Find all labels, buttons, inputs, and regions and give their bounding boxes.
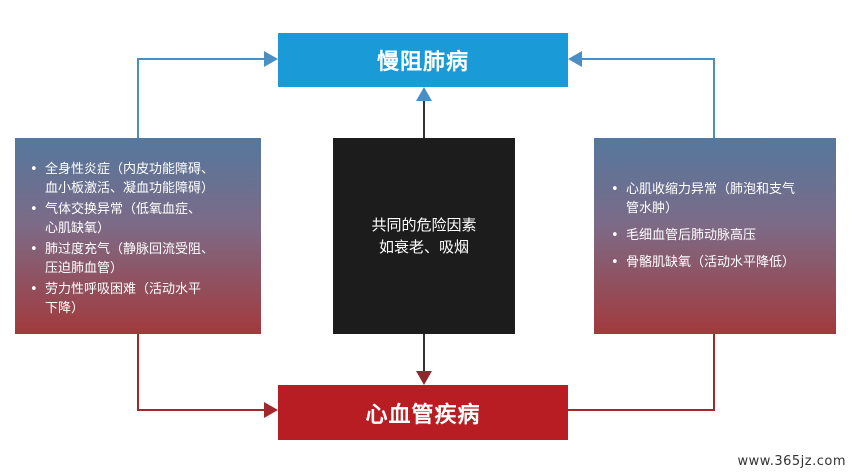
connector-left-to-bottom bbox=[137, 334, 266, 411]
arrowhead-center-to-bottom bbox=[416, 371, 432, 385]
left-mechanism-list: 全身性炎症（内皮功能障碍、血小板激活、凝血功能障碍） 气体交换异常（低氧血症、心… bbox=[27, 160, 251, 318]
node-copd-label: 慢阻肺病 bbox=[376, 50, 469, 75]
list-item: 骨骼肌缺氧（活动水平降低） bbox=[608, 253, 826, 272]
arrowhead-right-to-top bbox=[568, 51, 582, 67]
node-cvd-label: 心血管疾病 bbox=[365, 402, 481, 428]
node-cardiovascular-disease: 心血管疾病 bbox=[278, 385, 568, 440]
node-copd: 慢阻肺病 bbox=[278, 33, 568, 87]
left-mechanism-box: 全身性炎症（内皮功能障碍、血小板激活、凝血功能障碍） 气体交换异常（低氧血症、心… bbox=[15, 138, 261, 334]
connector-right-to-bottom bbox=[568, 334, 715, 411]
list-item: 全身性炎症（内皮功能障碍、血小板激活、凝血功能障碍） bbox=[27, 160, 251, 198]
shared-risk-line-1: 共同的危险因素 bbox=[371, 216, 477, 234]
list-item: 气体交换异常（低氧血症、心肌缺氧） bbox=[27, 200, 251, 238]
list-item: 肺过度充气（静脉回流受阻、压迫肺血管） bbox=[27, 240, 251, 278]
arrowhead-left-to-bottom bbox=[264, 402, 278, 418]
arrowhead-center-to-top bbox=[416, 87, 432, 101]
connector-right-to-top bbox=[580, 58, 715, 138]
connector-left-to-top bbox=[137, 58, 266, 138]
node-shared-risk-factors: 共同的危险因素 如衰老、吸烟 bbox=[333, 138, 515, 334]
shared-risk-line-2: 如衰老、吸烟 bbox=[378, 238, 469, 256]
watermark: www.365jz.com bbox=[737, 454, 846, 469]
arrowhead-left-to-top bbox=[264, 51, 278, 67]
list-item: 毛细血管后肺动脉高压 bbox=[608, 226, 826, 245]
